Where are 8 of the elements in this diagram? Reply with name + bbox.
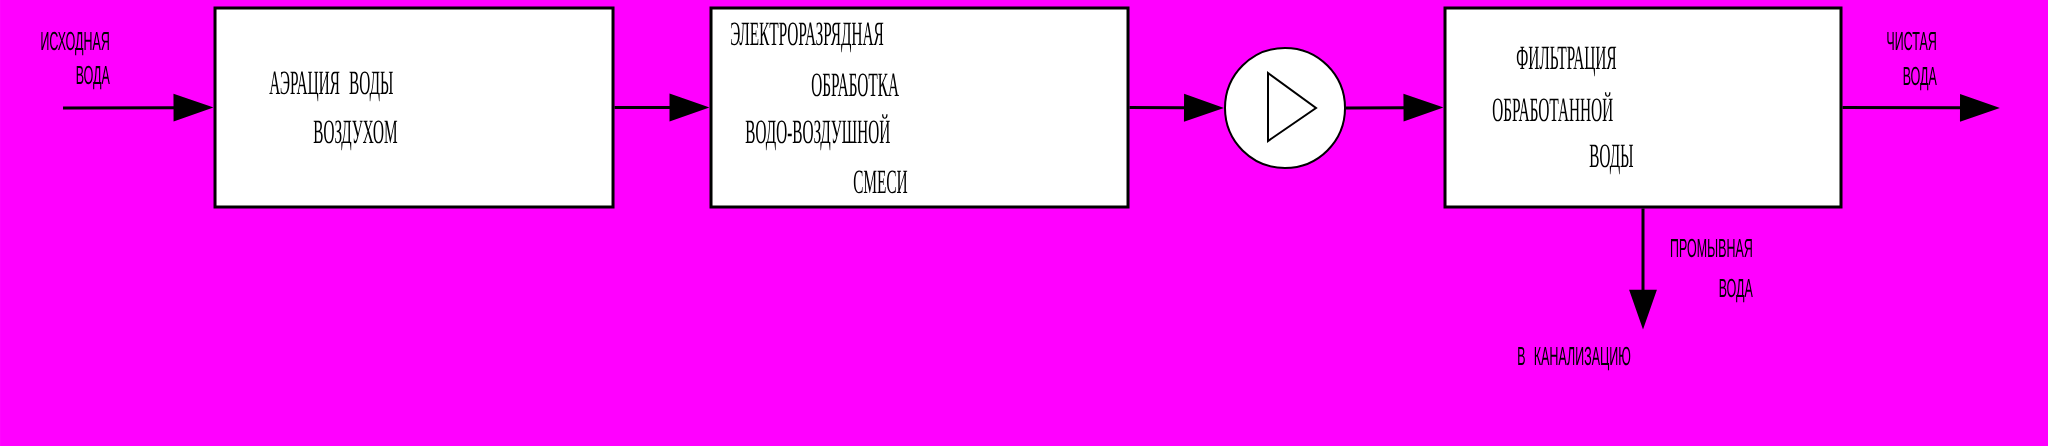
- process-box: ЭЛЕКТРОРАЗРЯДНАЯ ОБРАБОТКА ВОДО-ВОЗДУШНОЙ СМЕСИ: [709, 6, 1130, 209]
- edge-label: ПРОМЫВНАЯ ВОДА: [1670, 238, 1753, 303]
- process-box: АЭРАЦИЯ ВОДЫ ВОЗДУХОМ: [213, 6, 615, 209]
- process-box: ФИЛЬТРАЦИЯ ОБРАБОТАННОЙ ВОДЫ: [1443, 6, 1843, 209]
- destination-label: В КАНАЛИЗАЦИЮ: [1518, 346, 1631, 371]
- edge-label: ИСХОДНАЯ ВОДА: [41, 31, 110, 90]
- pump-symbol: [1224, 47, 1346, 169]
- edge-label: ЧИСТАЯ ВОДА: [1887, 31, 1937, 91]
